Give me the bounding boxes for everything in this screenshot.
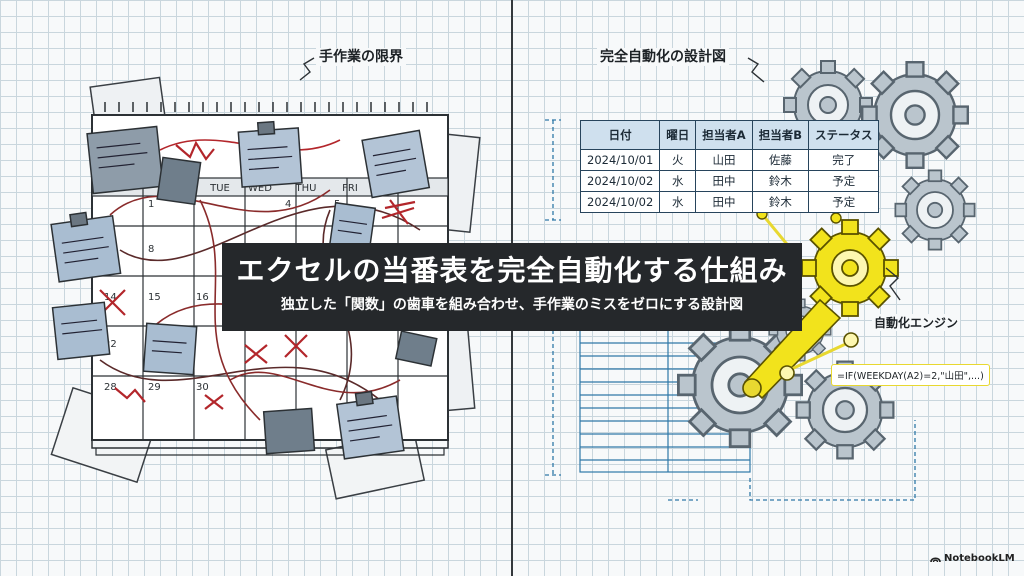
- date-number: 1: [148, 199, 154, 210]
- table-cell: 2024/10/01: [579, 149, 661, 171]
- brand-watermark: NotebookLM: [944, 553, 1015, 564]
- column-header: ステータス: [807, 120, 880, 150]
- schedule-table: 日付 曜日 担当者A 担当者B ステータス 2024/10/01 火 山田 佐藤…: [579, 120, 880, 213]
- table-row: 2024/10/02 水 田中 鈴木 予定: [579, 191, 880, 213]
- formula-callout: =IF(WEEKDAY(A2)=2,"山田",...): [831, 364, 990, 386]
- engine-label-leader: [885, 267, 901, 301]
- date-number: 22: [104, 339, 117, 350]
- table-header-row: 日付 曜日 担当者A 担当者B ステータス: [579, 120, 880, 150]
- banner-title: エクセルの当番表を完全自動化する仕組み: [236, 254, 788, 287]
- table-row: 2024/10/02 水 田中 鈴木 予定: [579, 170, 880, 192]
- table-cell: 水: [659, 170, 697, 192]
- column-header: 担当者B: [751, 120, 809, 150]
- title-banner: エクセルの当番表を完全自動化する仕組み 独立した「関数」の歯車を組み合わせ、手作…: [222, 243, 802, 331]
- date-number: 16: [196, 292, 209, 303]
- table-cell: 佐藤: [751, 149, 809, 171]
- weekday-label: WED: [248, 183, 272, 194]
- right-title-leader: [747, 57, 765, 83]
- sticky-notes: [50, 120, 438, 460]
- date-number: 29: [148, 382, 161, 393]
- left-title-leader: [299, 57, 315, 81]
- right-section-title: 完全自動化の設計図: [597, 48, 729, 66]
- date-number: 4: [285, 199, 291, 210]
- automation-engine-label: 自動化エンジン: [872, 314, 961, 331]
- table-cell: 2024/10/02: [579, 191, 661, 213]
- notebooklm-logo-icon: [930, 557, 941, 563]
- weekday-label: THU: [295, 183, 317, 194]
- table-cell: 山田: [695, 149, 753, 171]
- table-cell: 予定: [807, 191, 880, 213]
- date-number: 28: [104, 382, 117, 393]
- dimension-lines: [545, 119, 916, 501]
- table-cell: 田中: [695, 170, 753, 192]
- table-cell: 2024/10/02: [579, 170, 661, 192]
- table-cell: 火: [659, 149, 697, 171]
- left-section-title: 手作業の限界: [316, 48, 406, 66]
- weekday-label: TUE: [209, 183, 230, 194]
- table-cell: 予定: [807, 170, 880, 192]
- table-cell: 田中: [695, 191, 753, 213]
- table-cell: 完了: [807, 149, 880, 171]
- column-header: 曜日: [659, 120, 697, 150]
- date-number: 15: [148, 292, 161, 303]
- column-header: 担当者A: [695, 120, 753, 150]
- table-cell: 水: [659, 191, 697, 213]
- banner-subtitle: 独立した「関数」の歯車を組み合わせ、手作業のミスをゼロにする設計図: [280, 297, 744, 313]
- weekday-label: FRI: [342, 183, 358, 194]
- table-row: 2024/10/01 火 山田 佐藤 完了: [579, 149, 880, 171]
- date-number: 8: [148, 244, 154, 255]
- table-cell: 鈴木: [751, 191, 809, 213]
- table-cell: 鈴木: [751, 170, 809, 192]
- column-header: 日付: [579, 120, 661, 150]
- error-marks: [99, 140, 416, 410]
- date-number: 30: [196, 382, 209, 393]
- date-number: 14: [104, 292, 117, 303]
- automation-engine-gear: [801, 219, 899, 317]
